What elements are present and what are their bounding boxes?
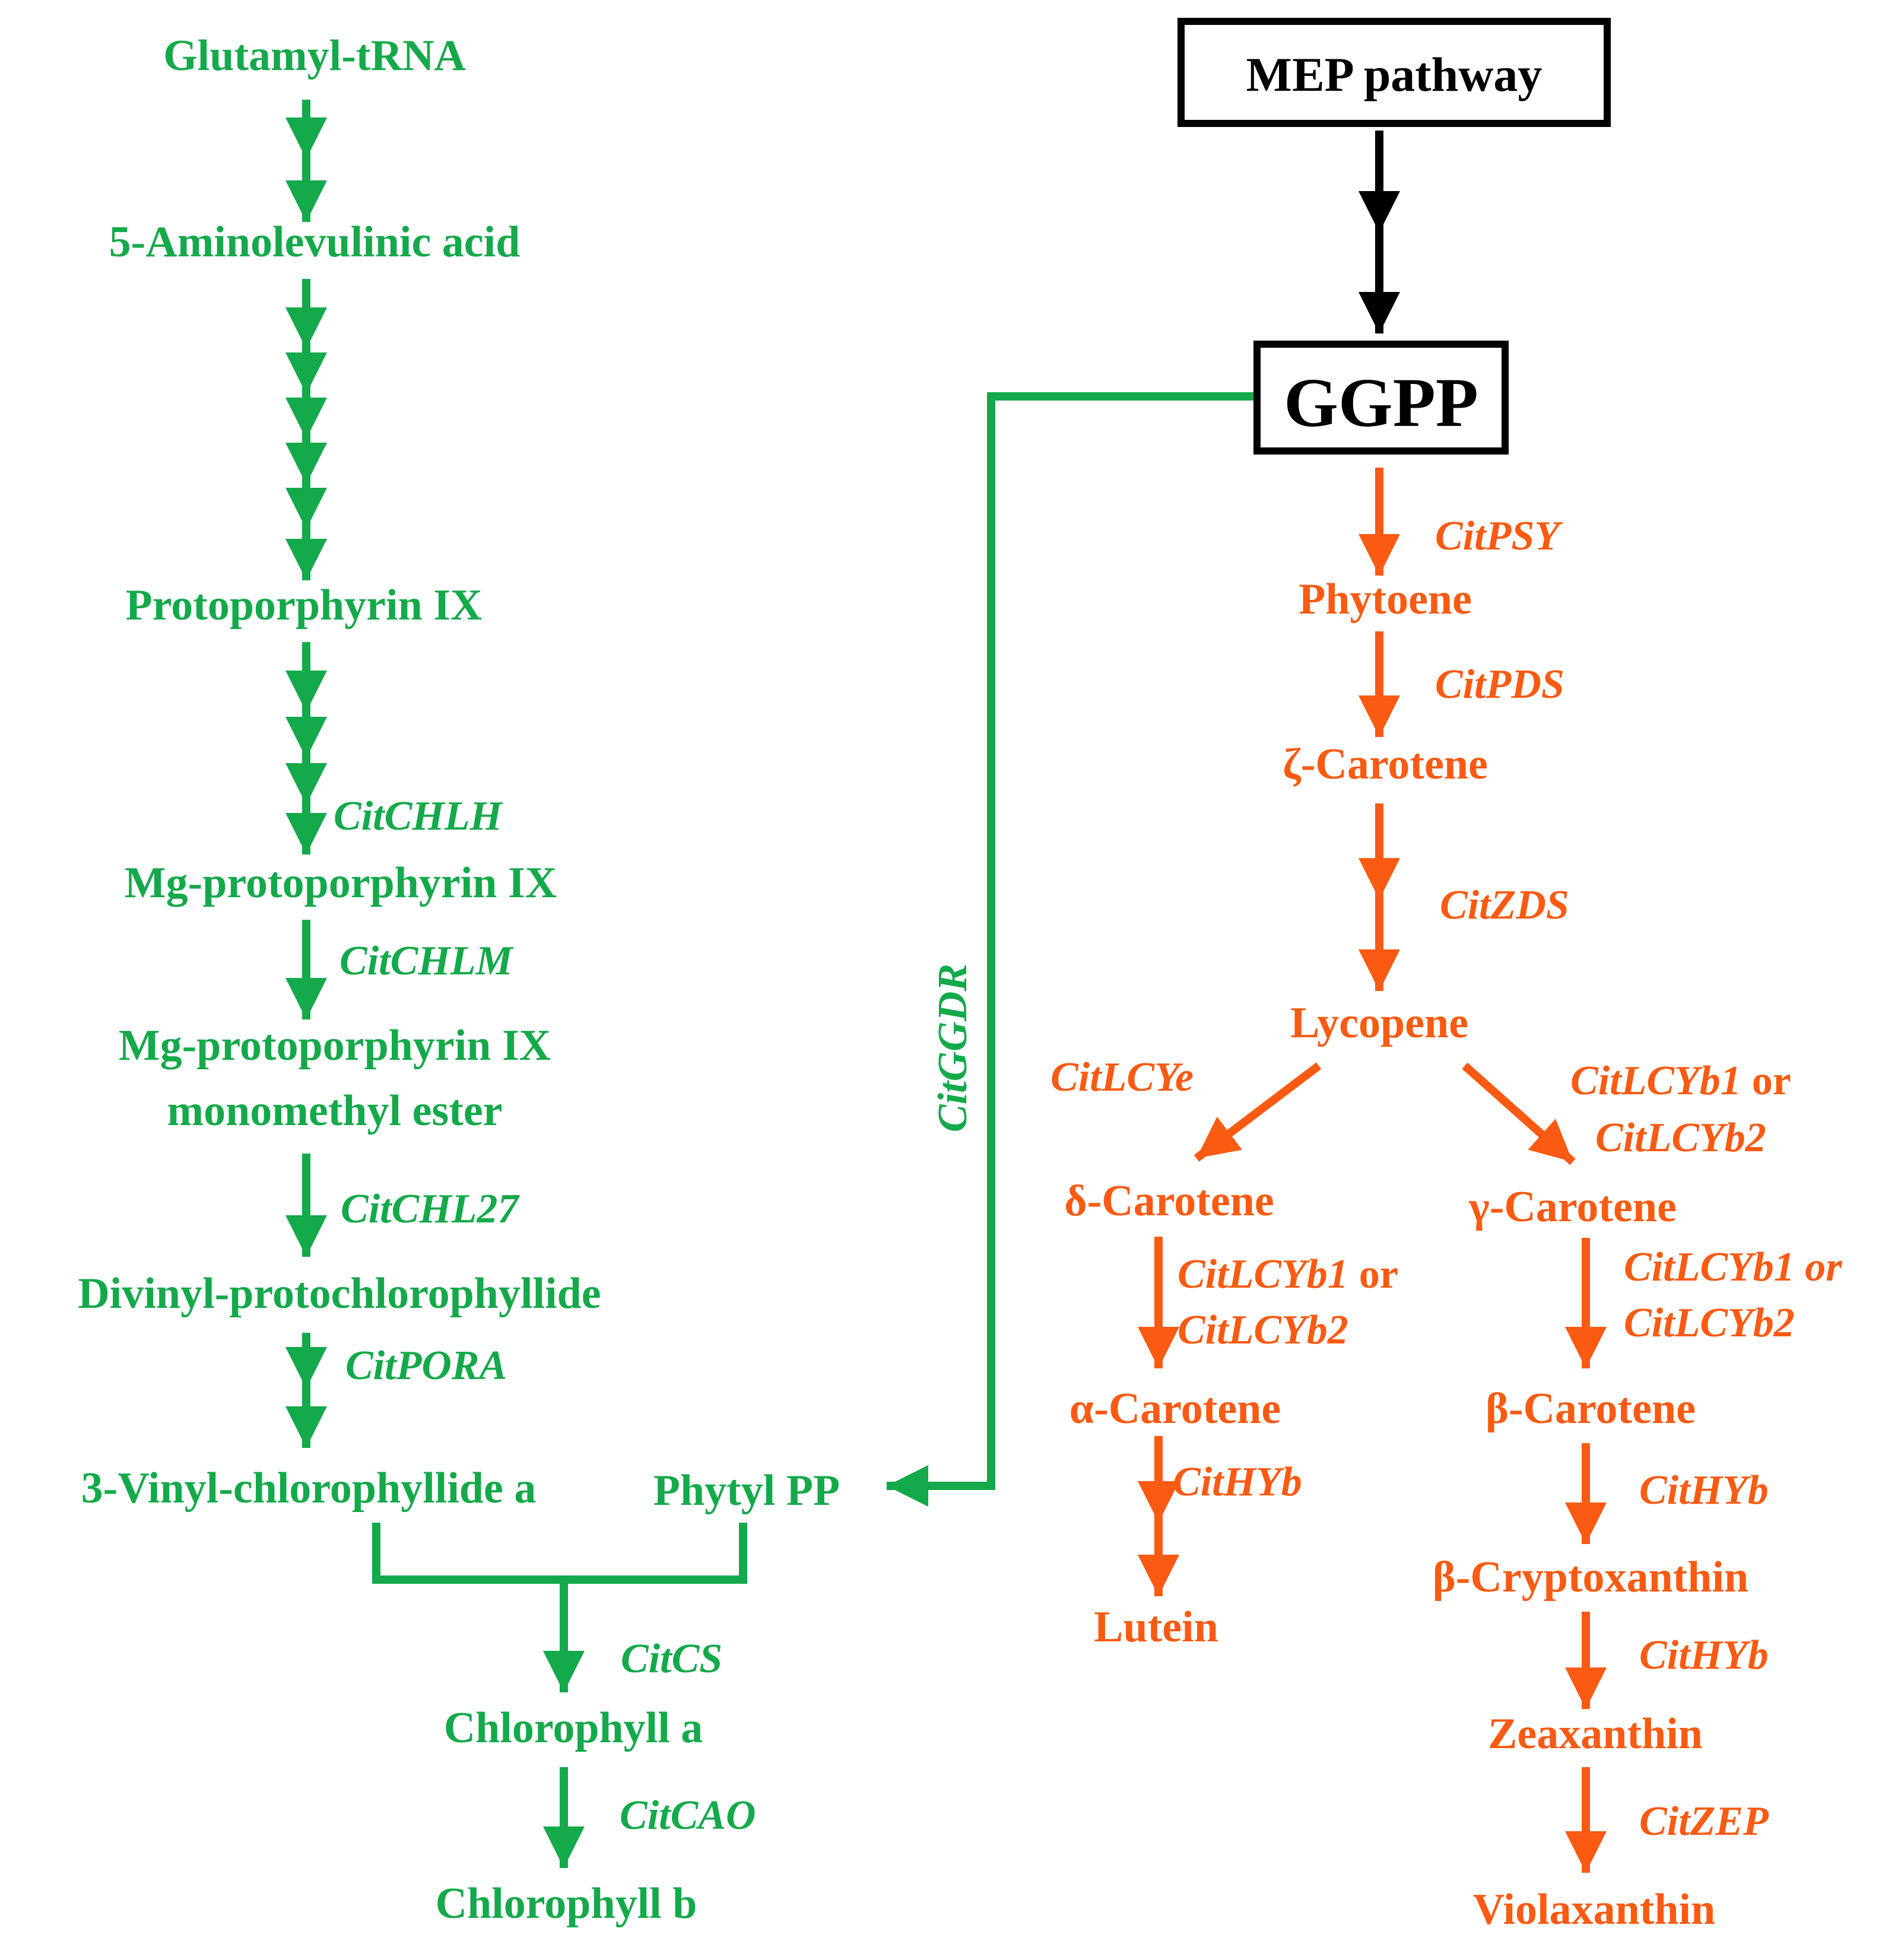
or-text: or: [1359, 1251, 1398, 1297]
ggdr-connector: [887, 392, 1257, 1507]
mg-proto-monomethyl-label-line1: Mg-protoporphyrin IX: [119, 1021, 551, 1070]
lycopene-label: Lycopene: [1290, 999, 1468, 1047]
citzds-enzyme-label: CitZDS: [1440, 882, 1569, 928]
protoporphyrin-label: Protoporphyrin IX: [126, 581, 483, 630]
citzep-enzyme-label: CitZEP: [1639, 1799, 1769, 1844]
citlcyb-gamma-enzyme-label-line2: CitLCYb2: [1595, 1115, 1766, 1161]
divinyl-protochlorophyllide-label: Divinyl-protochlorophyllide: [78, 1269, 601, 1318]
beta-carotene-label: β-Carotene: [1486, 1384, 1696, 1433]
chlorophyll-arrows: [285, 100, 1257, 1868]
violaxanthin-label: Violaxanthin: [1473, 1885, 1715, 1934]
citpsy-enzyme-label: CitPSY: [1435, 513, 1563, 559]
citggdr-enzyme-label: CitGGDR: [930, 964, 976, 1132]
citlcyb-alpha-enzyme-label-line2: CitLCYb2: [1177, 1307, 1348, 1353]
citpds-enzyme-label: CitPDS: [1435, 662, 1564, 707]
citlcye-enzyme-label: CitLCYe: [1050, 1054, 1194, 1100]
zeta-carotene-label: ζ-Carotene: [1283, 740, 1488, 789]
citlcyb-beta-enzyme-label-line1: CitLCYb1 or: [1624, 1244, 1842, 1290]
citcao-enzyme-label: CitCAO: [620, 1793, 756, 1838]
carotenoid-branch: Phytoene ζ-Carotene Lycopene δ-Carotene …: [1050, 513, 1842, 1934]
phytyl-pp-label: Phytyl PP: [653, 1466, 840, 1515]
citcs-enzyme-label: CitCS: [621, 1636, 722, 1682]
beta-cryptoxanthin-label: β-Cryptoxanthin: [1433, 1553, 1748, 1602]
cithyb-zeaxanthin-enzyme-label: CitHYb: [1639, 1632, 1769, 1678]
citchlm-enzyme-label: CitCHLM: [339, 938, 514, 984]
citpora-enzyme-label: CitPORA: [345, 1343, 507, 1389]
cithyb-lutein-enzyme-label: CitHYb: [1173, 1459, 1302, 1505]
arrow-lcyb-gamma: [1462, 1062, 1576, 1165]
gamma-carotene-label: γ-Carotene: [1468, 1183, 1677, 1231]
citlcyb1-text: CitLCYb1: [1177, 1251, 1348, 1297]
chlorophyll-branch: Glutamyl-tRNA 5-Aminolevulinic acid Prot…: [78, 31, 976, 1928]
arrow-lcye: [1194, 1062, 1322, 1162]
citlcyb1-text: CitLCYb1: [1570, 1058, 1741, 1104]
or-text: or: [1752, 1058, 1791, 1104]
chlorophyll-a-label: Chlorophyll a: [444, 1704, 703, 1752]
zeaxanthin-label: Zeaxanthin: [1488, 1710, 1703, 1758]
chlorophyll-b-label: Chlorophyll b: [436, 1879, 697, 1928]
alpha-carotene-label: α-Carotene: [1069, 1384, 1281, 1433]
carotenoid-arrows: [1138, 468, 1607, 1873]
cithyb-cryptoxanthin-enzyme-label: CitHYb: [1639, 1467, 1769, 1513]
vinyl-chlorophyllide-label: 3-Vinyl-chlorophyllide a: [81, 1464, 537, 1513]
lutein-label: Lutein: [1094, 1603, 1218, 1651]
merge-bracket: [372, 1523, 747, 1584]
mep-pathway-label: MEP pathway: [1246, 47, 1542, 101]
citchl27-enzyme-label: CitCHL27: [341, 1186, 520, 1232]
mep-pathway-box: [1177, 18, 1611, 127]
citlcyb-beta-enzyme-label-line2: CitLCYb2: [1624, 1300, 1795, 1346]
mg-proto-monomethyl-label-line2: monomethyl ester: [167, 1087, 502, 1135]
citchlh-enzyme-label: CitCHLH: [334, 793, 503, 839]
delta-carotene-label: δ-Carotene: [1064, 1177, 1274, 1225]
mg-protoporphyrin-label: Mg-protoporphyrin IX: [125, 859, 557, 907]
phytoene-label: Phytoene: [1299, 575, 1472, 624]
ggpp-box: [1253, 341, 1509, 455]
aminolevulinic-acid-label: 5-Aminolevulinic acid: [109, 218, 520, 266]
glutamyl-trna-label: Glutamyl-tRNA: [163, 31, 466, 80]
ggpp-label: GGPP: [1284, 364, 1478, 441]
mep-ggpp-block: MEP pathway GGPP: [1177, 18, 1611, 455]
